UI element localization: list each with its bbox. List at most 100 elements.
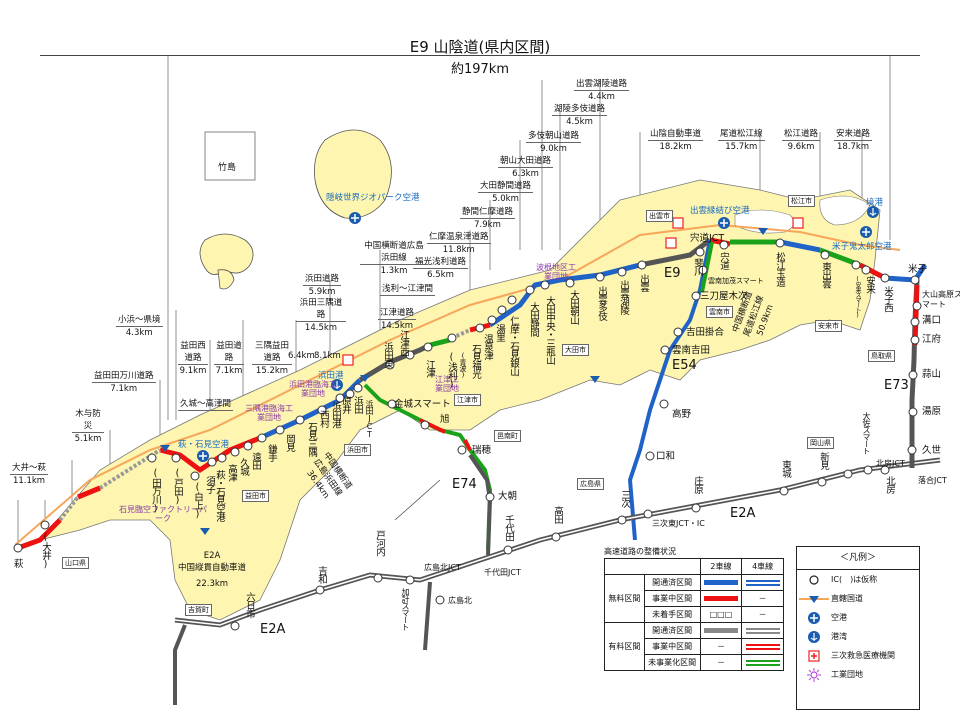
- swatch-free-unstarted-2: □□□: [699, 606, 743, 623]
- ic-shinji-jct: 宍道JCT: [690, 233, 725, 244]
- route-e74: E74: [452, 477, 477, 492]
- airport-icon-iwami: [197, 450, 209, 462]
- segment-8-1km: 8.1km: [314, 351, 341, 361]
- ic-yasugi-smart: (安来スマート): [854, 276, 861, 318]
- swatch-free-open-2: [703, 580, 738, 585]
- e9-construction-masuda: [159, 435, 261, 474]
- ic-yonago-nishi: 米子西: [882, 286, 893, 312]
- map-legend: ＜凡例＞ IC( )は仮称 直轄国道 空港 港湾 三次救急医療機関 工業団地: [796, 546, 920, 710]
- ic-oi: (大井): [40, 532, 51, 569]
- ic-asahi: 旭: [440, 414, 450, 425]
- ic-miyoshi-higashi: 三次東JCT・IC: [652, 519, 705, 528]
- airport-icon-oki: [349, 212, 361, 224]
- ic-suko: 須子: [204, 476, 215, 493]
- status-toll-construction: 事業中区間: [643, 638, 701, 655]
- legend-item: 三次救急医療機関: [797, 646, 919, 665]
- city-hamada: 浜田市: [344, 444, 371, 456]
- ic-hamada-port: 浜田港: [330, 402, 341, 428]
- ic-osa-smart: 大佐スマート: [862, 412, 871, 454]
- route-e54: E54: [672, 358, 697, 373]
- ind-iwami-label: 石見臨空ファクトリーパーク: [119, 505, 207, 523]
- ic-aoha: (青波): [459, 352, 467, 378]
- ic-shobara: 庄原: [692, 476, 703, 493]
- ic-chiyoda: 千代田: [503, 515, 514, 541]
- ic-yonago: 米子: [908, 264, 928, 275]
- swatch-toll-unfunded-4: [745, 659, 780, 666]
- map-title: E9 山陰道(県内区間): [409, 38, 551, 56]
- oki-airport-label: 隠岐世界ジオパーク空港: [326, 193, 420, 203]
- national-route-shields: [160, 228, 768, 535]
- legend-item: 工業団地: [797, 665, 919, 684]
- ic-togouchi: 戸河内: [374, 530, 385, 556]
- ic-hiroshima-kita-jct: 広島北JCT: [424, 563, 461, 572]
- ic-ochiai-jct: 落合JCT: [918, 476, 947, 485]
- hagi-iwami-airport-label: 萩・石見空港: [178, 440, 230, 450]
- hospital-icon: [797, 649, 831, 662]
- segment-asari-gotsu: 浅利～江津間: [380, 284, 436, 296]
- ic-hiroshima-kita: 広島北: [448, 596, 472, 605]
- title-divider: [40, 55, 920, 56]
- nakaumi: [819, 195, 871, 226]
- hamada-port-label: 浜田港: [318, 371, 344, 381]
- ic-unnan-kamo-smart: 雲南加茂スマート: [708, 277, 764, 285]
- ic-chiyoda-jct: 千代田JCT: [484, 568, 521, 577]
- ic-yusato: 湯里: [494, 324, 505, 341]
- col-4lane: 4車線: [741, 558, 784, 575]
- city-hiroshima: 広島県: [577, 478, 604, 490]
- legend-item: IC( )は仮称: [797, 570, 919, 589]
- ic-izumo-taki: 出雲多伎: [596, 286, 607, 320]
- e9-unstarted-2: [98, 448, 162, 490]
- ic-oasa: 大朝: [498, 491, 518, 502]
- segment-6-4km: 6.4km: [288, 351, 315, 361]
- ic-shinji: 宍道: [718, 252, 729, 269]
- oki-dozen-island: [199, 233, 254, 275]
- city-masuda: 益田市: [242, 490, 269, 502]
- port-icon-sakai: [867, 206, 879, 218]
- ic-izumo-koryo: 出雲湖陵: [618, 280, 629, 314]
- ic-kushiro: 久城: [238, 458, 249, 475]
- national-road-icon: [797, 593, 831, 605]
- airport-icon-izumo: [718, 217, 730, 229]
- ic-daisen-kogen-smart: 大山高原スマート: [922, 290, 960, 309]
- ic-toda: (戸田): [172, 468, 183, 505]
- ic-kake-smart: 加計スマート: [401, 588, 410, 630]
- group-free: 無料区間: [604, 574, 645, 623]
- ic-hagi: 萩: [14, 559, 24, 570]
- ic-takatsu: 高津: [226, 464, 237, 481]
- takeshima-inset: [204, 131, 256, 181]
- ic-hikawa: 斐川: [692, 258, 703, 275]
- ic-yoshiwa: 吉和: [316, 566, 327, 583]
- status-unstarted: 未着手区間: [643, 606, 701, 623]
- ic-tojo: 東城: [780, 460, 791, 477]
- segment-kushiro-takatsu: 久城～高津間: [178, 399, 234, 411]
- ic-hamada-jct: 浜田JCT: [365, 400, 374, 438]
- city-unnan: 雲南市: [706, 306, 733, 318]
- national-road-9: [14, 223, 901, 546]
- legend-item: 空港: [797, 608, 919, 627]
- ic-higashi-izumo: 東出雲: [820, 262, 831, 288]
- city-ota: 大田市: [562, 344, 589, 356]
- ic-takata: 高田: [552, 506, 563, 523]
- ic-hokubo-jct: 北房JCT: [876, 459, 905, 468]
- ic-shirakami: (白上): [192, 482, 203, 519]
- ind-hamada-label: 浜田港臨海工業団地: [289, 380, 337, 398]
- ic-kofu: 江府: [922, 334, 942, 345]
- city-tottori: 鳥取県: [868, 350, 895, 362]
- total-length: 約197km: [450, 62, 509, 77]
- airport-icon: [797, 611, 831, 625]
- ic-tamagawa: (田万川): [150, 468, 161, 514]
